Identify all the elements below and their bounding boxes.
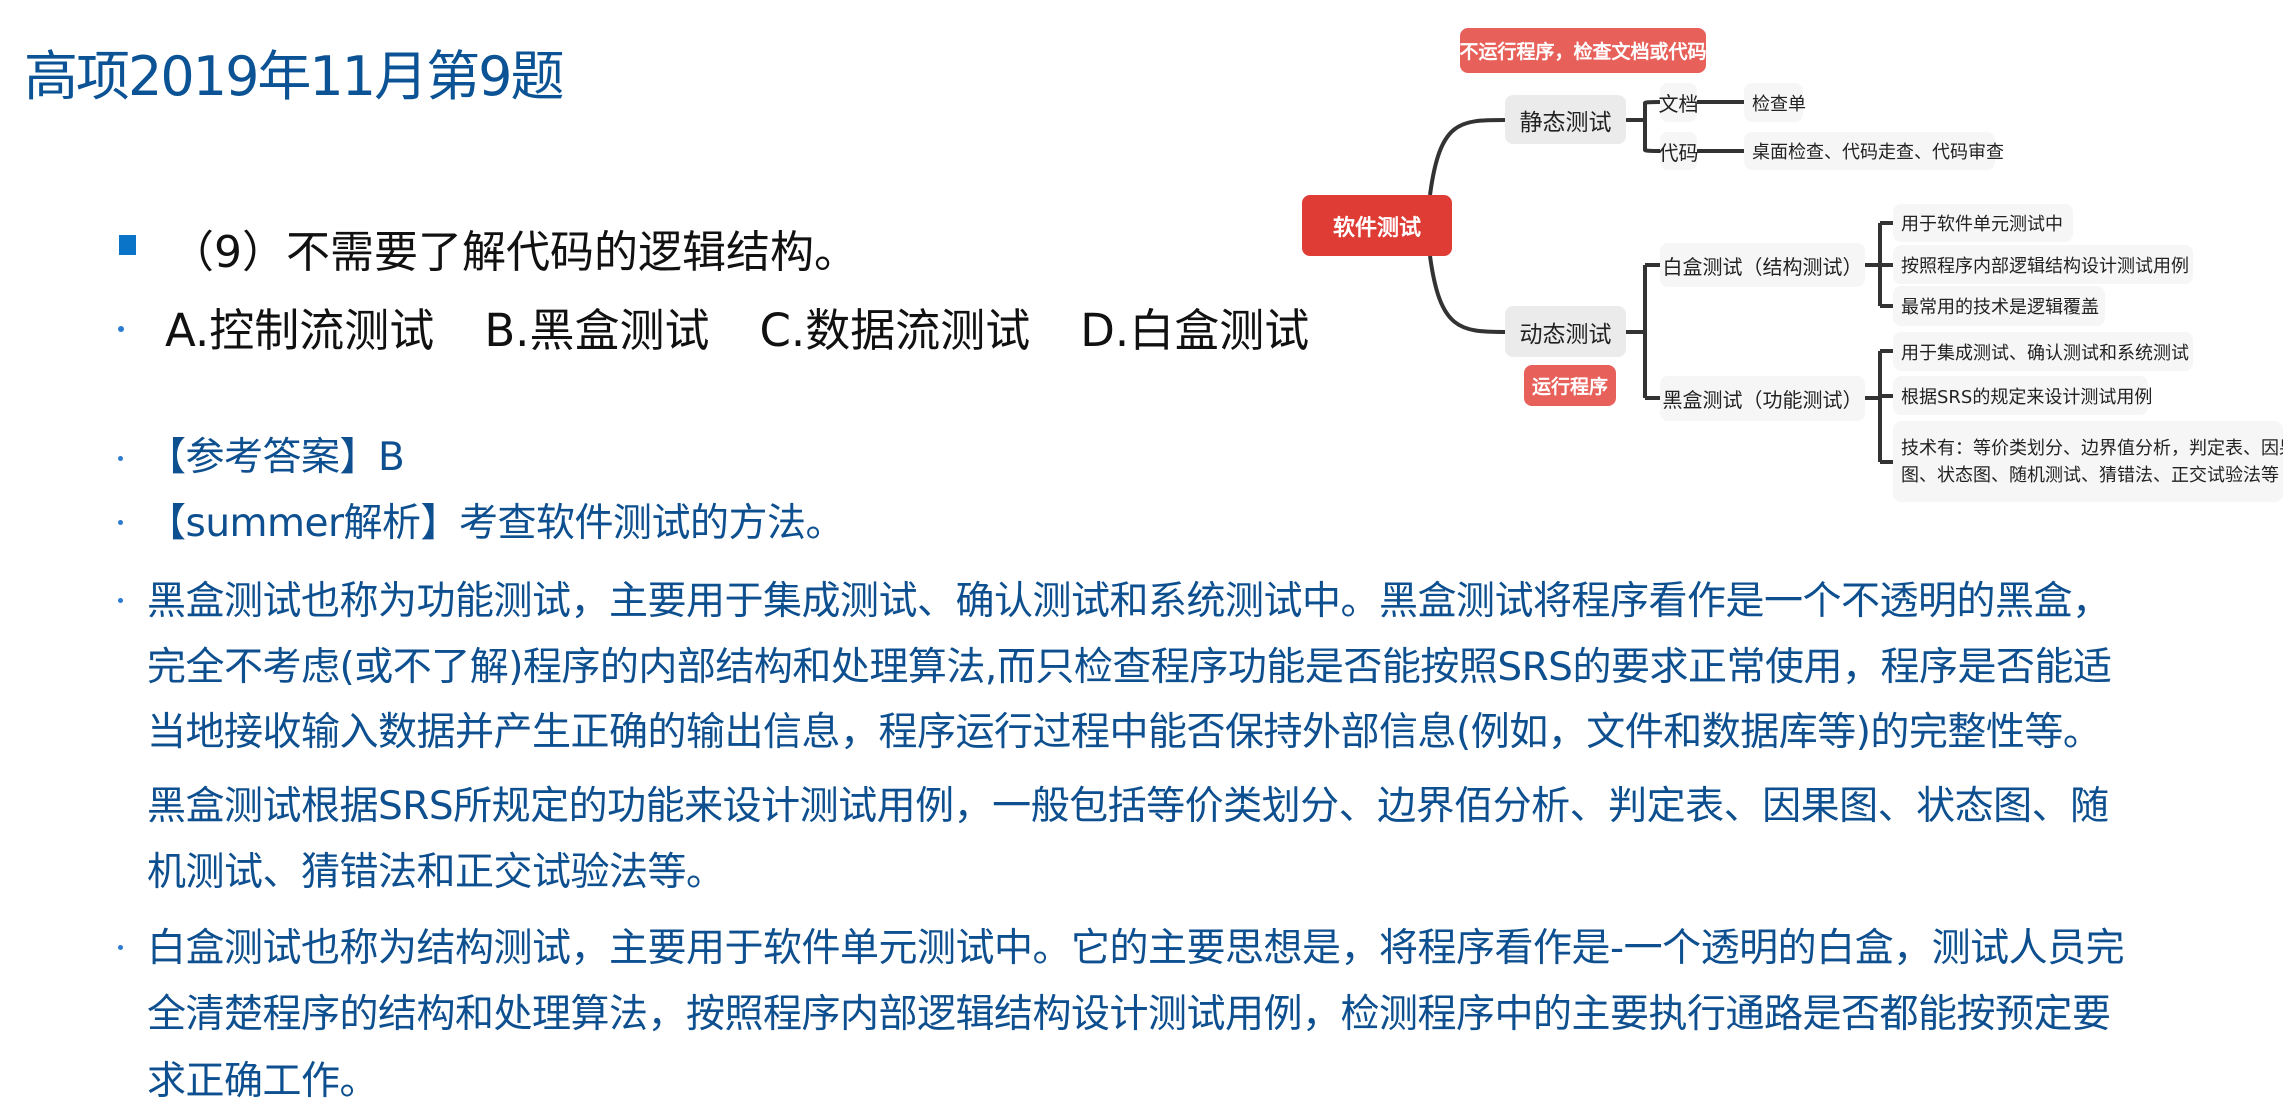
paragraph2-line: 全清楚程序的结构和处理算法，按照程序内部逻辑结构设计测试用例，检测程序中的主要执…: [147, 992, 2111, 1037]
paragraph1-line: 当地接收输入数据并产生正确的输出信息，程序运行过程中能否保持外部信息(例如，文件…: [147, 710, 2102, 755]
code-node: 代码: [1659, 132, 1699, 170]
option-c: C.数据流测试: [759, 304, 1031, 357]
white-leaf: 最常用的技术是逻辑覆盖: [1893, 286, 2105, 326]
option-d: D.白盒测试: [1080, 304, 1310, 357]
dynamic-note-badge: 运行程序: [1524, 365, 1616, 406]
bullet-icon: [118, 598, 123, 603]
answer-text: 【参考答案】B: [147, 435, 405, 480]
black-leaf-techniques: 技术有：等价类划分、边界值分析，判定表、因果 图、状态图、随机测试、猜错法、正交…: [1893, 421, 2283, 502]
black-box-node: 黑盒测试（功能测试）: [1660, 376, 1865, 421]
white-leaf: 用于软件单元测试中: [1893, 204, 2073, 242]
paragraph1-line: 完全不考虑(或不了解)程序的内部结构和处理算法,而只检查程序功能是否能按照SRS…: [147, 645, 2112, 690]
paragraph2-line: 求正确工作。: [147, 1059, 379, 1104]
bullet-icon: [118, 456, 123, 461]
black-leaf-line: 图、状态图、随机测试、猜错法、正交试验法等: [1901, 464, 2279, 486]
question-text: （9）不需要了解代码的逻辑结构。: [170, 227, 858, 278]
mindmap-root: 软件测试: [1302, 195, 1452, 256]
paragraph2-line: 白盒测试也称为结构测试，主要用于软件单元测试中。它的主要思想是，将程序看作是-一…: [147, 926, 2125, 971]
paragraph1-line: 机测试、猜错法和正交试验法等。: [147, 850, 725, 895]
option-a: A.控制流测试: [165, 304, 435, 357]
doc-leaf: 检查单: [1744, 83, 1806, 122]
doc-node: 文档: [1659, 83, 1699, 122]
bullet-icon: [118, 945, 123, 950]
static-note-badge: 不运行程序，检查文档或代码: [1460, 28, 1707, 73]
options-list: A.控制流测试 B.黑盒测试 C.数据流测试 D.白盒测试: [165, 294, 1309, 359]
black-leaf: 用于集成测试、确认测试和系统测试: [1893, 332, 2193, 371]
dynamic-testing-node: 动态测试: [1505, 306, 1626, 357]
square-bullet-icon: [119, 235, 136, 255]
bullet-icon: [118, 326, 124, 332]
bullet-icon: [118, 520, 123, 525]
white-box-node: 白盒测试（结构测试）: [1660, 243, 1865, 287]
paragraph1-line: 黑盒测试也称为功能测试，主要用于集成测试、确认测试和系统测试中。黑盒测试将程序看…: [147, 579, 2111, 624]
page-title: 高项2019年11月第9题: [24, 45, 564, 108]
black-leaf-line: 技术有：等价类划分、边界值分析，判定表、因果: [1901, 437, 2283, 459]
paragraph1-line: 黑盒测试根据SRS所规定的功能来设计测试用例，一般包括等价类划分、边界佰分析、判…: [147, 784, 2109, 829]
code-leaf: 桌面检查、代码走查、代码审查: [1744, 132, 2004, 170]
analysis-title: 【summer解析】考查软件测试的方法。: [147, 501, 845, 546]
white-leaf: 按照程序内部逻辑结构设计测试用例: [1893, 245, 2193, 284]
static-testing-node: 静态测试: [1505, 95, 1626, 144]
black-leaf: 根据SRS的规定来设计测试用例: [1893, 376, 2152, 415]
option-b: B.黑盒测试: [484, 304, 710, 357]
